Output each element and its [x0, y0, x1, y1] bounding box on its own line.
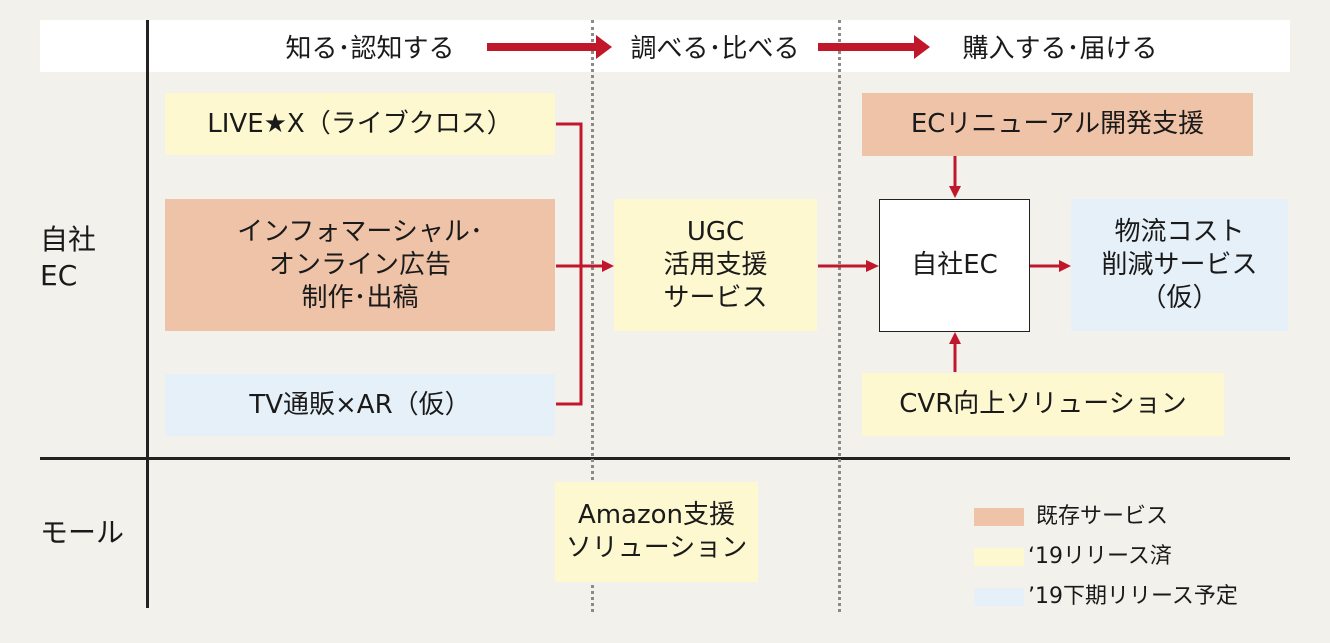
- legend-label-existing: 既存サービス: [1036, 504, 1169, 529]
- box-cvr: CVR向上ソリューション: [862, 373, 1224, 436]
- row-label-mall: モール: [40, 516, 125, 549]
- box-tv-ar-label: TV通販×AR（仮）: [249, 389, 471, 420]
- box-logistics-line1: 物流コスト: [1114, 216, 1245, 247]
- box-infomercial-line3: 制作･出稿: [301, 282, 419, 313]
- stage-awareness: 知る･認知する: [285, 33, 455, 64]
- bracket-connector: [556, 122, 583, 406]
- box-logistics-line2: 削減サービス: [1101, 249, 1258, 280]
- box-infomercial: インフォマーシャル･ オンライン広告 制作･出稿: [165, 199, 555, 331]
- header-arrow-1: [487, 43, 599, 51]
- box-tv-ar: TV通販×AR（仮）: [165, 374, 555, 436]
- box-infomercial-line2: オンライン広告: [268, 249, 451, 280]
- box-infomercial-line1: インフォマーシャル･: [237, 216, 483, 247]
- box-logistics: 物流コスト 削減サービス （仮）: [1071, 199, 1288, 331]
- row-label-own-ec: 自社 EC: [40, 223, 97, 292]
- row-divider-vertical: [146, 20, 149, 608]
- box-amazon-line2: ソリューション: [565, 533, 748, 563]
- box-ec-renewal: ECリニューアル開発支援: [862, 93, 1253, 156]
- connector-renewal-to-ec-head: [949, 186, 961, 198]
- connector-ugc-to-ec-head: [866, 260, 879, 272]
- stage-purchase: 購入する･届ける: [962, 33, 1158, 64]
- box-ec-renewal-label: ECリニューアル開発支援: [910, 109, 1205, 139]
- header-arrow-2: [818, 43, 918, 51]
- box-logistics-line3: （仮）: [1140, 282, 1219, 313]
- legend-label-released: ‘19リリース済: [1028, 544, 1172, 569]
- box-own-ec-label: 自社EC: [911, 250, 998, 280]
- connector-cvr-to-ec-head: [949, 332, 961, 344]
- header-arrow-1-head: [596, 35, 612, 59]
- connector-ec-to-logistics-head: [1059, 260, 1071, 272]
- stage-divider-2: [838, 20, 841, 612]
- row-divider-horizontal: [40, 457, 1290, 460]
- box-ugc-line3: サービス: [663, 282, 768, 313]
- box-live-x: LIVE★X（ライブクロス）: [165, 93, 555, 155]
- connector-to-ugc-head: [602, 260, 614, 272]
- box-amazon-line1: Amazon支援: [577, 500, 736, 530]
- box-live-x-label: LIVE★X（ライブクロス）: [207, 108, 513, 139]
- header-band: [40, 20, 1290, 72]
- legend-swatch-planned: [974, 588, 1024, 606]
- box-own-ec: 自社EC: [879, 199, 1030, 332]
- box-cvr-label: CVR向上ソリューション: [899, 389, 1187, 419]
- box-amazon: Amazon支援 ソリューション: [555, 482, 758, 582]
- legend-label-planned: ’19下期リリース予定: [1028, 584, 1238, 609]
- box-ugc: UGC 活用支援 サービス: [614, 199, 817, 331]
- legend-swatch-released: [974, 548, 1024, 566]
- stage-divider-1: [591, 20, 594, 612]
- box-ugc-line2: 活用支援: [663, 249, 768, 280]
- stage-research: 調べる･比べる: [630, 33, 800, 64]
- box-ugc-line1: UGC: [686, 216, 745, 247]
- header-arrow-2-head: [914, 35, 930, 59]
- legend-swatch-existing: [974, 508, 1024, 526]
